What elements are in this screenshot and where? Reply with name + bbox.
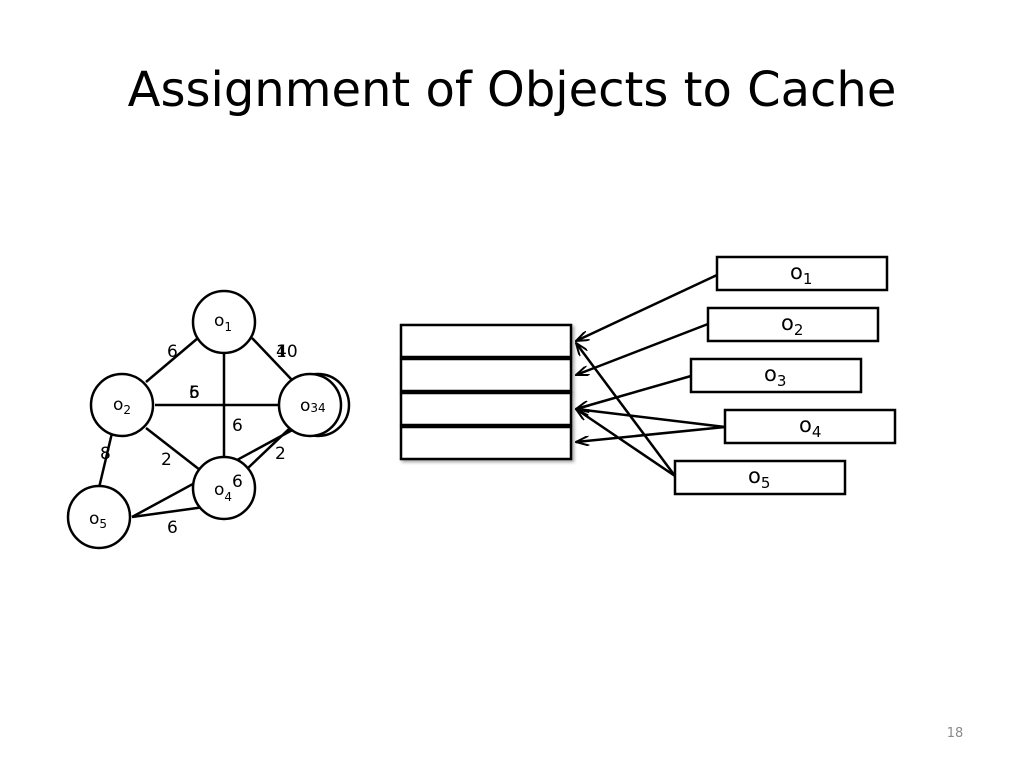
cache-slot [399,357,573,393]
node-o5-circle [66,484,132,550]
slide-title: Assignment of Objects to Cache [127,62,897,118]
object-box-o3 [689,357,863,394]
edge-o1-o2 [145,337,199,383]
edge-label-o1-o4: 6 [232,416,243,436]
arrow-o3-to-slot-3 [576,374,692,409]
object-label-o1: o1 [790,260,812,288]
object-box-o2 [706,306,880,343]
edge-label-o2-o3-a: 5 [189,383,200,403]
object-label-o3: o3 [764,362,786,390]
cache-slot [399,391,573,427]
edge-label-o3-o4: 2 [275,444,286,464]
graph-nodes [66,289,351,550]
assignment-arrows [576,273,726,478]
edge-labels: 6 4 10 5 6 6 2 2 8 6 6 [100,342,298,538]
cache-slot [399,425,573,461]
node-o3-circle [277,372,343,438]
edge-label-o1-o3-b: 10 [276,342,298,362]
object-boxes: o1 o2 o3 o4 o5 [673,255,897,496]
object-label-o5: o5 [748,464,770,492]
edge-label-o4-o3-mid: 6 [232,472,243,492]
page-number: 18 [946,726,964,741]
edge-label-o2-o4: 2 [161,450,172,470]
object-box-o1 [715,255,889,292]
object-label-o4: o4 [799,413,821,441]
cache-slot [399,323,573,359]
edge-label-o5-o4: 6 [167,518,178,538]
object-box-o5 [673,459,847,496]
arrow-o5-to-slot-3 [576,409,676,478]
object-label-o2: o2 [781,311,803,339]
node-o4-circle [191,455,257,521]
node-labels: o1 o2 o34 o4 o5 [89,311,326,531]
edge-label-o1-o2: 6 [167,342,178,362]
node-o5-label: o5 [89,509,107,531]
node-o1-label: o1 [214,311,232,334]
edge-o2-o4 [145,427,201,471]
arrow-o4-to-slot-3 [576,409,726,429]
cache [399,323,573,461]
node-o2-circle [89,372,155,438]
graph-edges [96,337,297,519]
arrow-o1-to-slot-1 [576,273,718,341]
arrow-o4-to-slot-4 [576,425,726,442]
edge-label-o2-o5: 8 [100,444,111,464]
node-o1-circle [191,289,257,355]
edge-label-o1-o3-a: 4 [276,342,287,362]
node-o4-label: o4 [214,480,232,504]
edge-o2-o5 [96,432,114,493]
edge-label-o2-o3-b: 6 [189,383,200,403]
arrow-o5-to-slot-1 [576,343,677,477]
edge-o1-o3 [251,337,293,381]
object-box-o4 [723,408,897,445]
arrow-o2-to-slot-2 [576,322,709,377]
node-o3-label: o34 [300,396,326,416]
node-o2-label: o2 [113,395,131,417]
